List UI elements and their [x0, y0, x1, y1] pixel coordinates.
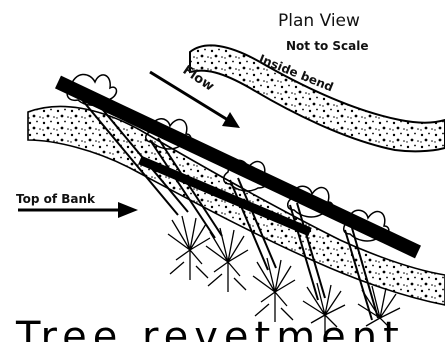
top-of-bank-label: Top of Bank — [16, 192, 96, 206]
inside-bend-bank — [190, 45, 445, 151]
bottom-caption-clip: Tree revetment — [0, 312, 445, 342]
plan-view-title: Plan View — [278, 11, 360, 31]
not-to-scale-label: Not to Scale — [286, 39, 368, 53]
bottom-caption: Tree revetment — [16, 314, 405, 342]
anchor-cable — [58, 82, 418, 252]
